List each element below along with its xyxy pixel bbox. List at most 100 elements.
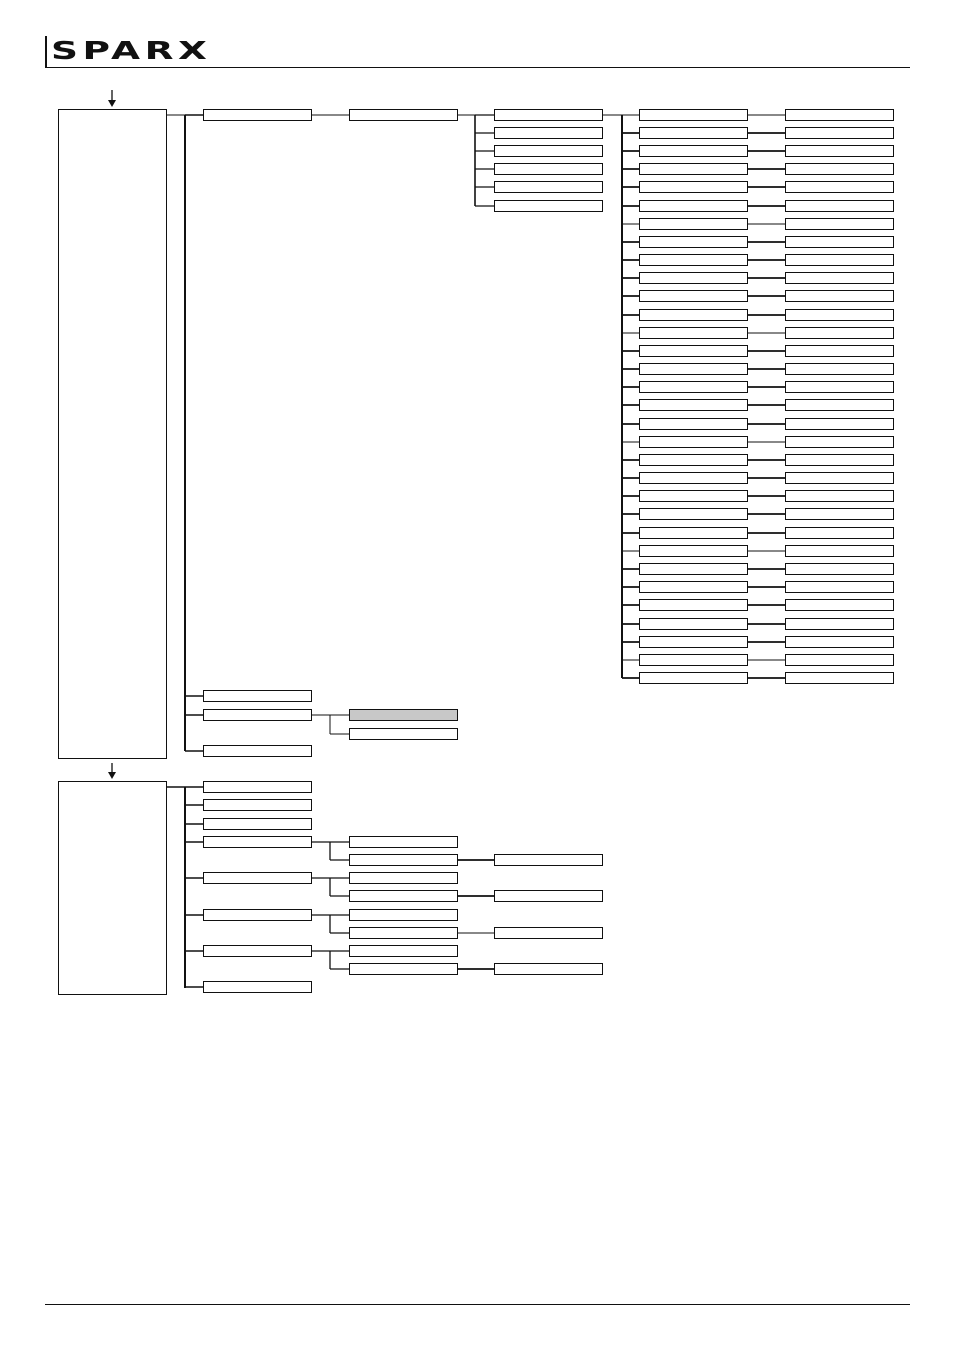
menu-node	[639, 508, 748, 520]
menu-node	[785, 636, 894, 648]
menu-node	[203, 909, 312, 921]
menu-node	[349, 909, 458, 921]
menu-node	[785, 472, 894, 484]
menu-node	[494, 127, 603, 139]
menu-node	[203, 945, 312, 957]
menu-node	[785, 145, 894, 157]
menu-node	[639, 454, 748, 466]
menu-node	[639, 472, 748, 484]
menu-node	[785, 290, 894, 302]
menu-node	[785, 109, 894, 121]
menu-node	[785, 563, 894, 575]
menu-node	[639, 490, 748, 502]
menu-node	[639, 181, 748, 193]
menu-node	[639, 381, 748, 393]
menu-node	[349, 890, 458, 902]
menu-node	[785, 545, 894, 557]
menu-node	[639, 163, 748, 175]
menu-node	[785, 127, 894, 139]
menu-node	[785, 399, 894, 411]
menu-node	[203, 745, 312, 757]
menu-node	[494, 109, 603, 121]
entry-arrow-1-head	[108, 100, 116, 107]
menu-node	[349, 927, 458, 939]
menu-node	[785, 236, 894, 248]
menu-node	[494, 200, 603, 212]
menu-node	[203, 818, 312, 830]
menu-node	[639, 363, 748, 375]
menu-node	[639, 563, 748, 575]
menu-node	[203, 109, 312, 121]
menu-node	[785, 672, 894, 684]
menu-node	[203, 690, 312, 702]
menu-node	[785, 654, 894, 666]
menu-node	[494, 854, 603, 866]
menu-node	[349, 872, 458, 884]
menu-node	[785, 490, 894, 502]
menu-node	[494, 927, 603, 939]
menu-node	[639, 218, 748, 230]
menu-node	[785, 309, 894, 321]
menu-node	[639, 145, 748, 157]
menu-node	[639, 636, 748, 648]
menu-node	[785, 581, 894, 593]
menu-node	[785, 181, 894, 193]
menu-node	[494, 890, 603, 902]
menu-node	[785, 272, 894, 284]
menu-node	[785, 327, 894, 339]
menu-node	[203, 872, 312, 884]
menu-node	[349, 854, 458, 866]
menu-node	[349, 945, 458, 957]
menu-node	[639, 127, 748, 139]
menu-node	[639, 654, 748, 666]
menu-node	[639, 399, 748, 411]
menu-node	[203, 781, 312, 793]
menu-node	[639, 345, 748, 357]
menu-node	[494, 181, 603, 193]
menu-node	[494, 145, 603, 157]
menu-node	[785, 618, 894, 630]
menu-node	[639, 254, 748, 266]
menu-node	[785, 436, 894, 448]
menu-node	[785, 454, 894, 466]
header-rule	[45, 67, 910, 68]
menu-node	[785, 381, 894, 393]
menu-node-highlighted	[349, 709, 458, 721]
menu-node	[785, 527, 894, 539]
header-bar	[45, 36, 47, 68]
footer-rule	[45, 1304, 910, 1305]
menu-node	[639, 290, 748, 302]
menu-node	[639, 599, 748, 611]
menu-node	[785, 200, 894, 212]
menu-node	[639, 545, 748, 557]
menu-node	[349, 836, 458, 848]
menu-node	[494, 163, 603, 175]
brand-logo: SPARX	[51, 36, 212, 65]
entry-arrow-2-head	[108, 772, 116, 779]
panel-2-box	[58, 781, 167, 995]
menu-node	[639, 618, 748, 630]
menu-node	[785, 345, 894, 357]
menu-node	[785, 218, 894, 230]
menu-node	[639, 200, 748, 212]
menu-node	[203, 799, 312, 811]
menu-node	[639, 327, 748, 339]
menu-node	[639, 672, 748, 684]
menu-node	[639, 527, 748, 539]
menu-node	[785, 599, 894, 611]
menu-node	[203, 981, 312, 993]
menu-node	[639, 581, 748, 593]
menu-node	[639, 309, 748, 321]
menu-node	[639, 236, 748, 248]
menu-node	[349, 109, 458, 121]
menu-node	[639, 418, 748, 430]
menu-node	[785, 363, 894, 375]
menu-node	[785, 163, 894, 175]
menu-node	[639, 272, 748, 284]
menu-node	[494, 963, 603, 975]
menu-node	[785, 418, 894, 430]
menu-node	[349, 963, 458, 975]
menu-node	[203, 709, 312, 721]
menu-node	[639, 436, 748, 448]
